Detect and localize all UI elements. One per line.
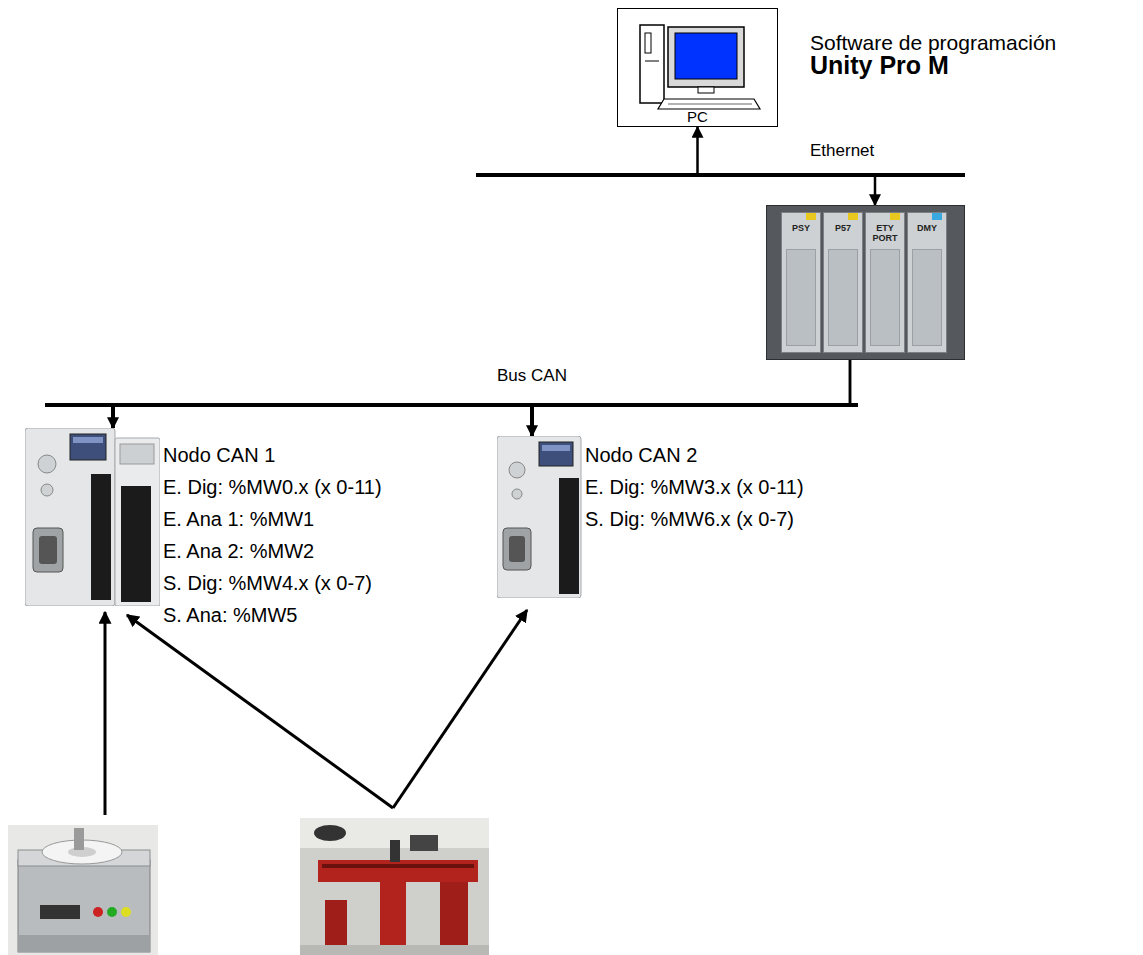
- module-label: ETY: [866, 223, 904, 233]
- pc-label: PC: [687, 108, 708, 125]
- node-text-column: Nodo CAN 2E. Dig: %MW3.x (x 0-11)S. Dig:…: [585, 436, 804, 535]
- module-label: PORT: [866, 233, 904, 243]
- module-face: [870, 249, 900, 346]
- io-mapping: S. Dig: %MW6.x (x 0-7): [585, 503, 804, 535]
- io-mapping: S. Dig: %MW4.x (x 0-7): [163, 567, 382, 599]
- module-tab: [848, 213, 858, 220]
- pc-label-holder: PC: [618, 108, 777, 126]
- plc-module: DMY: [907, 212, 947, 353]
- can-node: Nodo CAN 2E. Dig: %MW3.x (x 0-11)S. Dig:…: [497, 436, 804, 598]
- node-text-column: Nodo CAN 1E. Dig: %MW0.x (x 0-11)E. Ana …: [163, 428, 382, 631]
- module-face: [912, 249, 942, 346]
- pc-box: PC: [617, 8, 778, 127]
- leader-arrow: [127, 615, 393, 808]
- label: Unity Pro M: [810, 50, 949, 80]
- label: Ethernet: [810, 141, 874, 161]
- plc-module: ETYPORT: [865, 212, 905, 353]
- module-face: [786, 249, 816, 346]
- module-tab: [806, 213, 816, 220]
- connector: [698, 127, 876, 205]
- can-node: Nodo CAN 1E. Dig: %MW0.x (x 0-11)E. Ana …: [25, 428, 382, 631]
- connector: [113, 360, 850, 428]
- plc-module: PSY: [781, 212, 821, 353]
- node-title: Nodo CAN 1: [163, 439, 382, 471]
- module-tab: [932, 213, 942, 220]
- label: Bus CAN: [497, 366, 567, 386]
- io-mapping: S. Ana: %MW5: [163, 599, 382, 631]
- can-node-device: [497, 436, 582, 598]
- leader-arrow: [104, 612, 107, 815]
- station-photo: [8, 825, 158, 955]
- io-mapping: E. Ana 1: %MW1: [163, 503, 382, 535]
- io-mapping: E. Dig: %MW0.x (x 0-11): [163, 471, 382, 503]
- conveyor-photo: [300, 818, 489, 955]
- io-mapping: E. Ana 2: %MW2: [163, 535, 382, 567]
- can-node-device: [25, 428, 160, 606]
- plc-module: P57: [823, 212, 863, 353]
- connector: [532, 360, 850, 436]
- module-label: PSY: [782, 223, 820, 233]
- module-label: P57: [824, 223, 862, 233]
- module-label: DMY: [908, 223, 946, 233]
- module-tab: [890, 213, 900, 220]
- leader-arrow: [393, 610, 527, 808]
- module-face: [828, 249, 858, 346]
- node-title: Nodo CAN 2: [585, 439, 804, 471]
- plc-rack: PSYP57ETYPORTDMY: [766, 205, 965, 360]
- io-mapping: E. Dig: %MW3.x (x 0-11): [585, 471, 804, 503]
